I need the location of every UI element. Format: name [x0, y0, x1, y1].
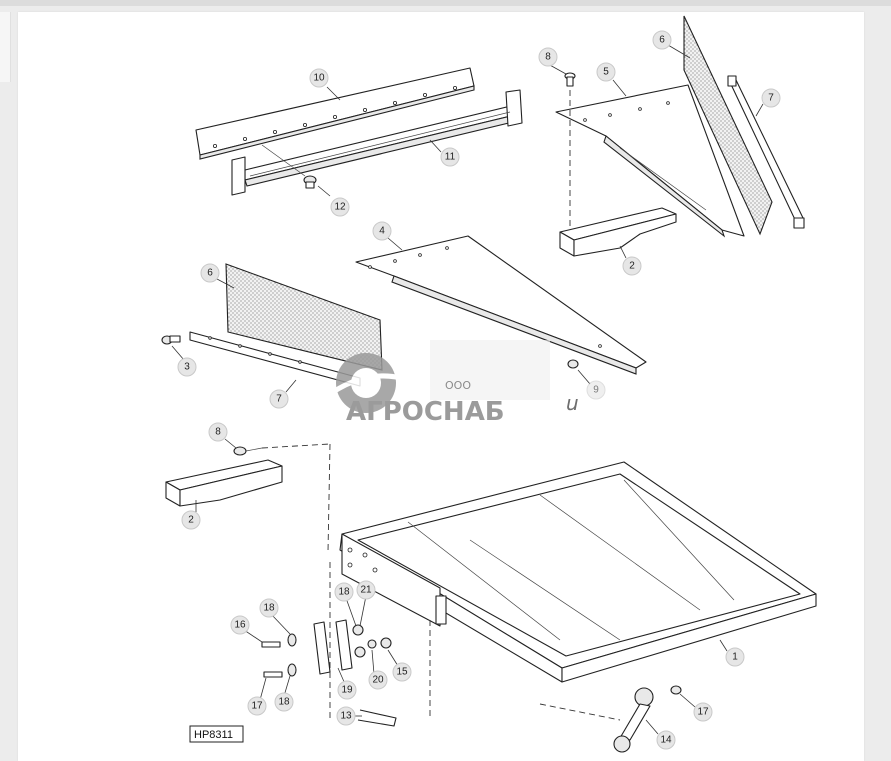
callout-17-a: 16: [230, 615, 250, 635]
left-side-panel: [0, 12, 11, 82]
hardware-group: [261, 619, 397, 727]
callout-17-b: 17: [247, 696, 267, 716]
svg-text:18: 18: [278, 697, 290, 708]
svg-text:HP8311: HP8311: [194, 729, 233, 741]
svg-text:12: 12: [334, 202, 346, 213]
part-1-tray: [329, 461, 817, 721]
callout-8-top: 8: [538, 47, 558, 67]
svg-text:6: 6: [659, 35, 665, 46]
watermark-brand: АГРОСНАБ: [346, 397, 505, 427]
part-7-bracket-top: [727, 75, 805, 229]
callout-4: 4: [372, 221, 392, 241]
top-strip: [0, 0, 891, 6]
figure-code-label: HP8311: [189, 725, 244, 743]
svg-text:14: 14: [660, 735, 672, 746]
callout-15: 15: [392, 662, 412, 682]
svg-text:17: 17: [697, 707, 709, 718]
watermark: ООО АГРОСНАБ u: [328, 340, 579, 427]
callout-2-upper: 2: [622, 256, 642, 276]
part-2-bracket-upper: [559, 207, 677, 257]
callout-9: 9: [586, 380, 606, 400]
callout-18-c: 18: [334, 582, 354, 602]
svg-text:8: 8: [545, 52, 551, 63]
callout-16: 17: [693, 702, 713, 722]
callout-1: 1: [725, 647, 745, 667]
callout-7-mid: 7: [269, 389, 289, 409]
svg-text:10: 10: [313, 73, 325, 84]
svg-text:19: 19: [341, 685, 353, 696]
svg-text:8: 8: [215, 427, 221, 438]
callout-6-mid: 6: [200, 263, 220, 283]
callout-7-top: 7: [761, 88, 781, 108]
part-3-bolt: [161, 335, 181, 345]
svg-text:16: 16: [234, 620, 246, 631]
svg-text:15: 15: [396, 667, 408, 678]
callout-20: 20: [368, 670, 388, 690]
svg-text:7: 7: [768, 93, 774, 104]
part-2-bracket-lower: [165, 459, 283, 507]
svg-text:2: 2: [188, 515, 194, 526]
svg-text:5: 5: [603, 67, 609, 78]
callout-21: 21: [356, 580, 376, 600]
part-6-panel-top: [683, 15, 773, 236]
callouts: 10 11 12 8 5 6 7 2 4 6 3 7 9 8 2 1 17 14…: [177, 30, 781, 750]
svg-text:3: 3: [184, 362, 190, 373]
callout-5: 5: [596, 62, 616, 82]
part-12-bolt: [261, 144, 317, 189]
callout-14: 14: [656, 730, 676, 750]
part-4-plate: [355, 235, 647, 375]
svg-text:13: 13: [340, 711, 352, 722]
svg-text:20: 20: [372, 675, 384, 686]
part-9-bolt: [567, 359, 579, 369]
part-8-bolt-top: [564, 72, 576, 232]
callout-10: 10: [309, 68, 329, 88]
callout-11: 11: [440, 147, 460, 167]
svg-text:21: 21: [360, 585, 372, 596]
callout-8-lower: 8: [208, 422, 228, 442]
part-10-strip: [195, 67, 475, 160]
svg-text:17: 17: [251, 701, 263, 712]
svg-text:6: 6: [207, 268, 213, 279]
svg-text:9: 9: [593, 385, 599, 396]
svg-text:4: 4: [379, 226, 385, 237]
part-14-link: [613, 685, 682, 753]
watermark-company-form: ООО: [445, 379, 471, 392]
part-5-plate: [555, 84, 745, 238]
callout-18-b: 18: [274, 692, 294, 712]
part-8-bolt-lower: [233, 443, 331, 553]
callout-13: 13: [336, 706, 356, 726]
svg-text:18: 18: [263, 603, 275, 614]
watermark-glyph: u: [566, 391, 579, 415]
callout-3: 3: [177, 357, 197, 377]
callout-19: 19: [337, 680, 357, 700]
callout-18-a: 18: [259, 598, 279, 618]
svg-text:1: 1: [732, 652, 738, 663]
svg-text:2: 2: [629, 261, 635, 272]
svg-text:7: 7: [276, 394, 282, 405]
callout-2-lower: 2: [181, 510, 201, 530]
svg-text:11: 11: [445, 152, 456, 163]
leader-lines: [171, 44, 764, 735]
callout-6-top: 6: [652, 30, 672, 50]
svg-text:18: 18: [338, 587, 350, 598]
part-11-bar: [231, 89, 523, 196]
callout-12: 12: [330, 197, 350, 217]
